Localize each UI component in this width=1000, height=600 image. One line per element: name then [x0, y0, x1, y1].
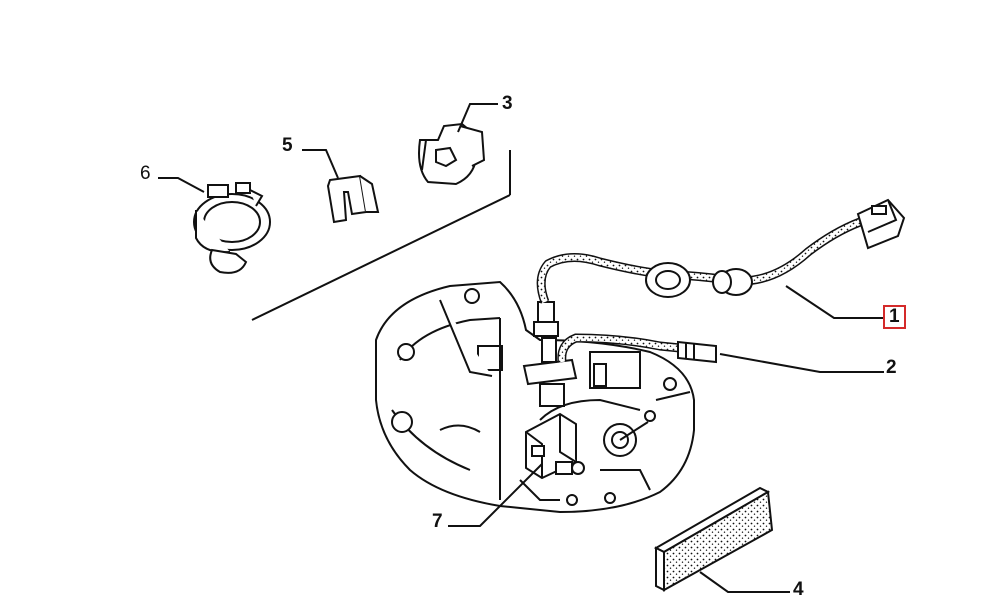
harness-1-plug: [856, 198, 906, 250]
callout-6-label: 6: [140, 163, 151, 184]
part-4-pad: [653, 486, 774, 592]
callout-1-label: 1: [883, 305, 906, 329]
speed-sensor: [522, 301, 578, 407]
callout-7-label: 7: [432, 511, 443, 532]
callout-3-label: 3: [502, 93, 513, 114]
callout-2-label: 2: [886, 357, 897, 378]
leader-lines: [158, 103, 884, 593]
callout-4-label: 4: [793, 579, 804, 600]
harness-1-cable: [536, 217, 862, 304]
harness-1-grommets: [645, 262, 753, 298]
separator-line: [251, 194, 511, 321]
harness-2-plug: [677, 340, 717, 364]
part-3-bracket: [418, 122, 486, 186]
part-5-clip: [326, 174, 380, 224]
transmission-housing: [375, 280, 695, 514]
part-7-connector: [525, 412, 577, 480]
callout-5-label: 5: [282, 135, 293, 156]
part-6-clamp: [193, 182, 271, 274]
harness-2-cable: [557, 333, 681, 363]
